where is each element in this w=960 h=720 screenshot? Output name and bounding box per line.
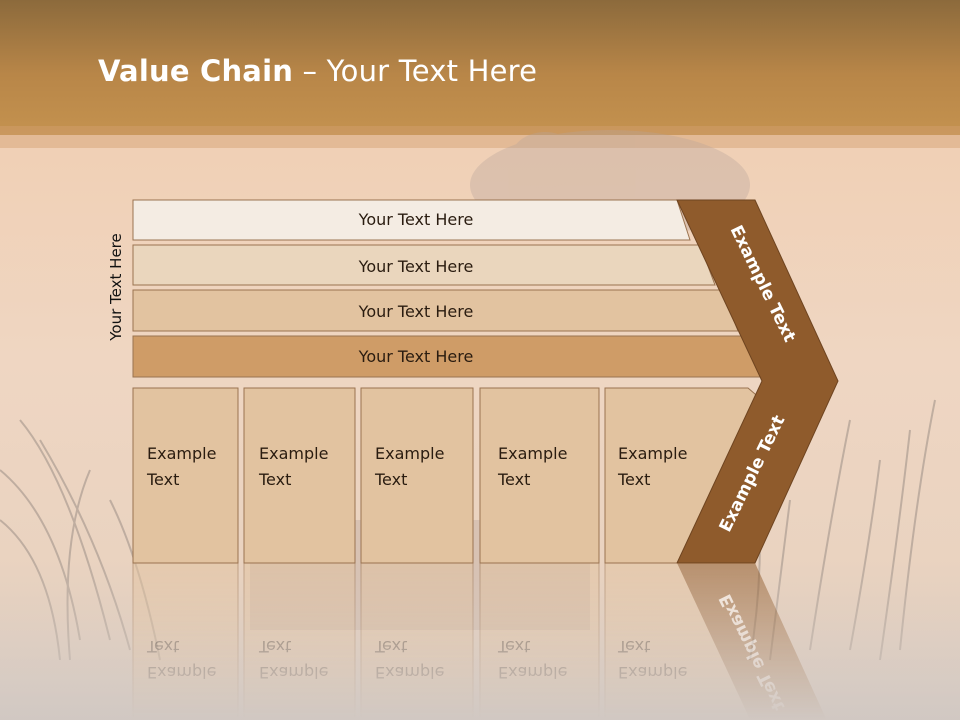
- box-line2: Text: [258, 470, 291, 489]
- slide-title-bold: Value Chain: [98, 54, 294, 88]
- activity-box-4: Example Text: [479, 387, 600, 564]
- reflection-text: Example: [259, 663, 328, 682]
- box-line1: Example: [375, 444, 444, 463]
- slide-title-rest: – Your Text Here: [293, 54, 538, 88]
- reflection-box: [132, 562, 239, 720]
- box-line2: Text: [374, 470, 407, 489]
- reflection-text: Text: [258, 637, 291, 656]
- row-bar: [132, 244, 716, 286]
- activity-box-2: Example Text: [243, 387, 356, 564]
- row-4: Your Text Here: [132, 335, 763, 378]
- activity-box-1: Example Text: [132, 387, 239, 564]
- box-line2: Text: [146, 470, 179, 489]
- box-line1: Example: [147, 444, 216, 463]
- box-line1: Example: [259, 444, 328, 463]
- activity-box-3: Example Text: [360, 387, 474, 564]
- box-rect: [479, 387, 600, 564]
- reflection-chevron: [677, 563, 827, 720]
- row-bar: [132, 199, 691, 241]
- reflection-box: [243, 562, 356, 720]
- box-line2: Text: [617, 470, 650, 489]
- row-2: Your Text Here: [132, 244, 716, 286]
- reflection-text: Example: [618, 663, 687, 682]
- row-label: Your Text Here: [358, 302, 474, 321]
- side-label: Your Text Here: [107, 233, 125, 341]
- reflection-text: Text: [617, 637, 650, 656]
- reflection-box: [479, 562, 600, 720]
- box-line1: Example: [618, 444, 687, 463]
- row-label: Your Text Here: [358, 257, 474, 276]
- row-3: Your Text Here: [132, 289, 739, 332]
- reflection-text: Example: [147, 663, 216, 682]
- reflection-text: Example: [375, 663, 444, 682]
- box-line2: Text: [497, 470, 530, 489]
- slide-title: Value Chain – Your Text Here: [98, 54, 537, 88]
- reflection-text: Example: [498, 663, 567, 682]
- box-rect: [243, 387, 356, 564]
- reflection-text: Text: [374, 637, 407, 656]
- reflection-box: [360, 562, 474, 720]
- reflection: Example Text Example Text Example Text E…: [132, 562, 827, 720]
- box-rect: [360, 387, 474, 564]
- row-label: Your Text Here: [358, 210, 474, 229]
- box-line1: Example: [498, 444, 567, 463]
- row-1: Your Text Here: [132, 199, 691, 241]
- reflection-text: Text: [146, 637, 179, 656]
- row-label: Your Text Here: [358, 347, 474, 366]
- reflection-text: Text: [497, 637, 530, 656]
- box-rect: [132, 387, 239, 564]
